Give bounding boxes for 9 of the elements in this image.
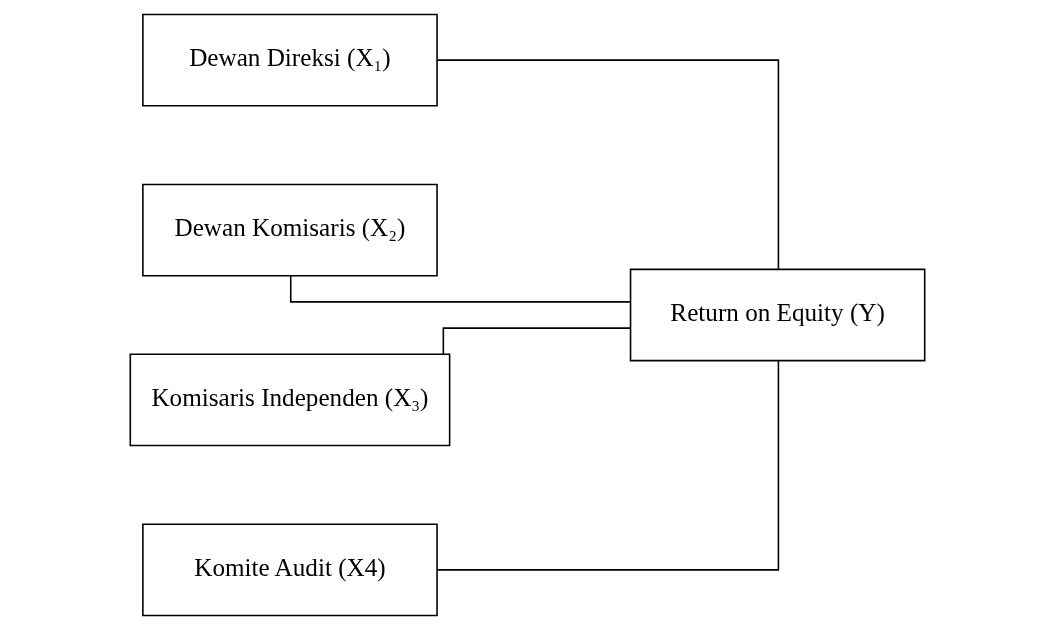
node-box: Komite Audit (X4) bbox=[141, 523, 438, 617]
connector bbox=[435, 360, 779, 571]
node-box: Dewan Komisaris (X₂) bbox=[141, 183, 438, 277]
connector bbox=[289, 275, 631, 303]
node-box: Komisaris Independen (X₃) bbox=[129, 353, 450, 447]
node-box: Return on Equity (Y) bbox=[629, 268, 925, 362]
node-box: Dewan Direksi (X₁) bbox=[141, 13, 438, 107]
connector bbox=[442, 327, 631, 355]
connector bbox=[435, 59, 779, 270]
